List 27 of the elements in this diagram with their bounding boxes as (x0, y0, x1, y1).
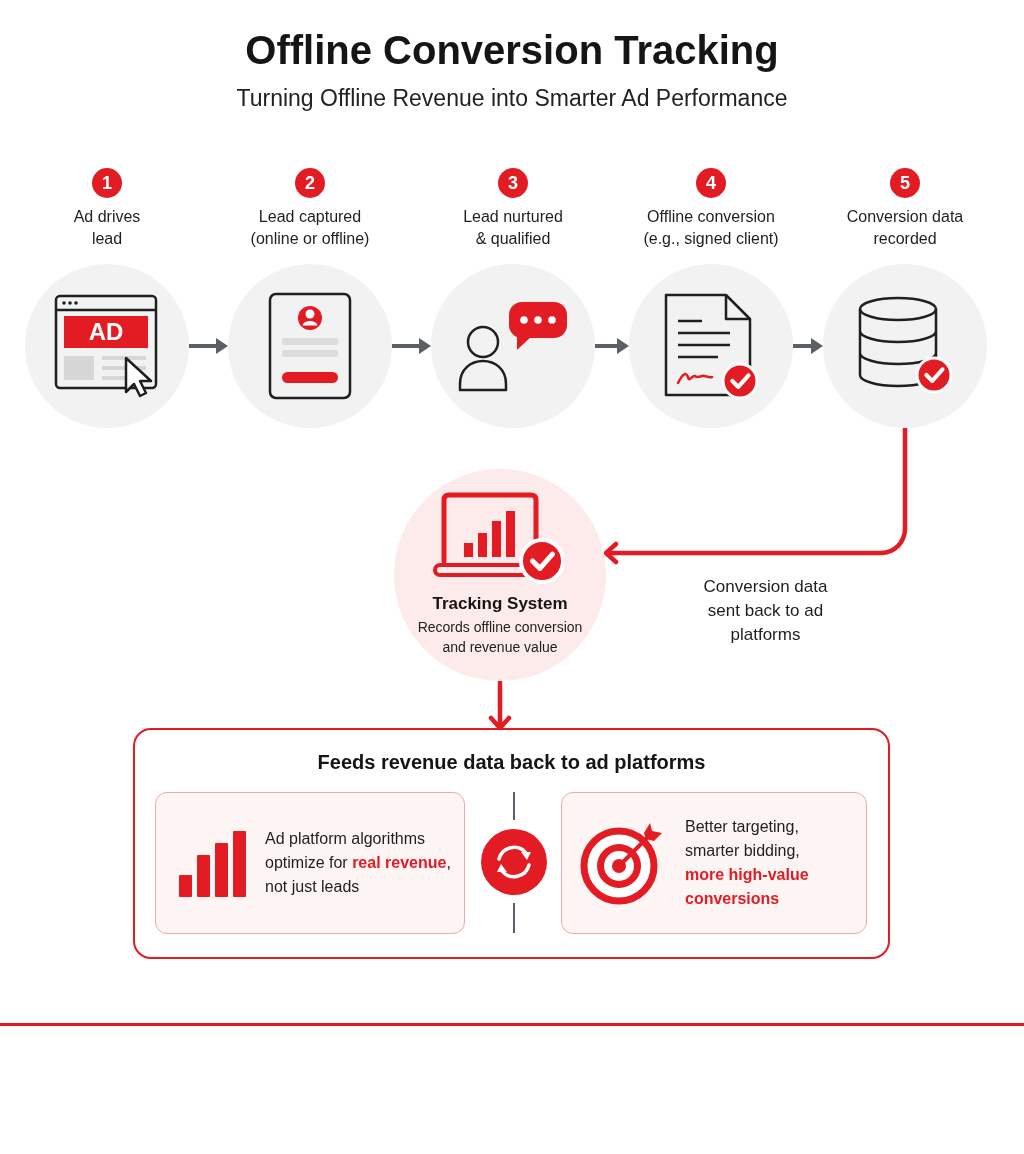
step-label: Offline conversion (e.g., signed client) (643, 208, 779, 247)
info-card (561, 792, 867, 934)
arrow (189, 338, 228, 354)
arrow (793, 338, 823, 354)
panel-heading: Feeds revenue data back to ad platforms (317, 751, 706, 773)
step-number: 1 (92, 168, 122, 198)
card-text: Better targeting, smarter bidding, more high-value conversions (685, 818, 809, 907)
step-label: Lead nurtured & qualified (463, 208, 563, 247)
page-title: Offline Conversion Tracking (245, 28, 779, 72)
feedback-panel (133, 728, 890, 959)
info-card (155, 792, 465, 934)
step-label: Lead captured (online or offline) (250, 208, 370, 247)
arrow (392, 338, 431, 354)
step-number: 5 (890, 168, 920, 198)
subtitle: Turning Offline Revenue into Smarter Ad Performance (236, 85, 788, 111)
arrow (603, 428, 908, 565)
hub-title: Tracking System (432, 594, 568, 613)
step-number: 2 (295, 168, 325, 198)
step-label: Ad drives lead (73, 208, 141, 247)
step-label: Conversion data recorded (846, 208, 964, 247)
ad-text: AD (88, 318, 124, 345)
hub-description: Records offline conversion and revenue value (417, 619, 583, 655)
step-number: 4 (696, 168, 726, 198)
arrow (595, 338, 629, 354)
arrow (488, 681, 512, 731)
card-text: Ad platform algorithms optimize for real revenue, not just leads (265, 830, 451, 895)
step-number: 3 (498, 168, 528, 198)
